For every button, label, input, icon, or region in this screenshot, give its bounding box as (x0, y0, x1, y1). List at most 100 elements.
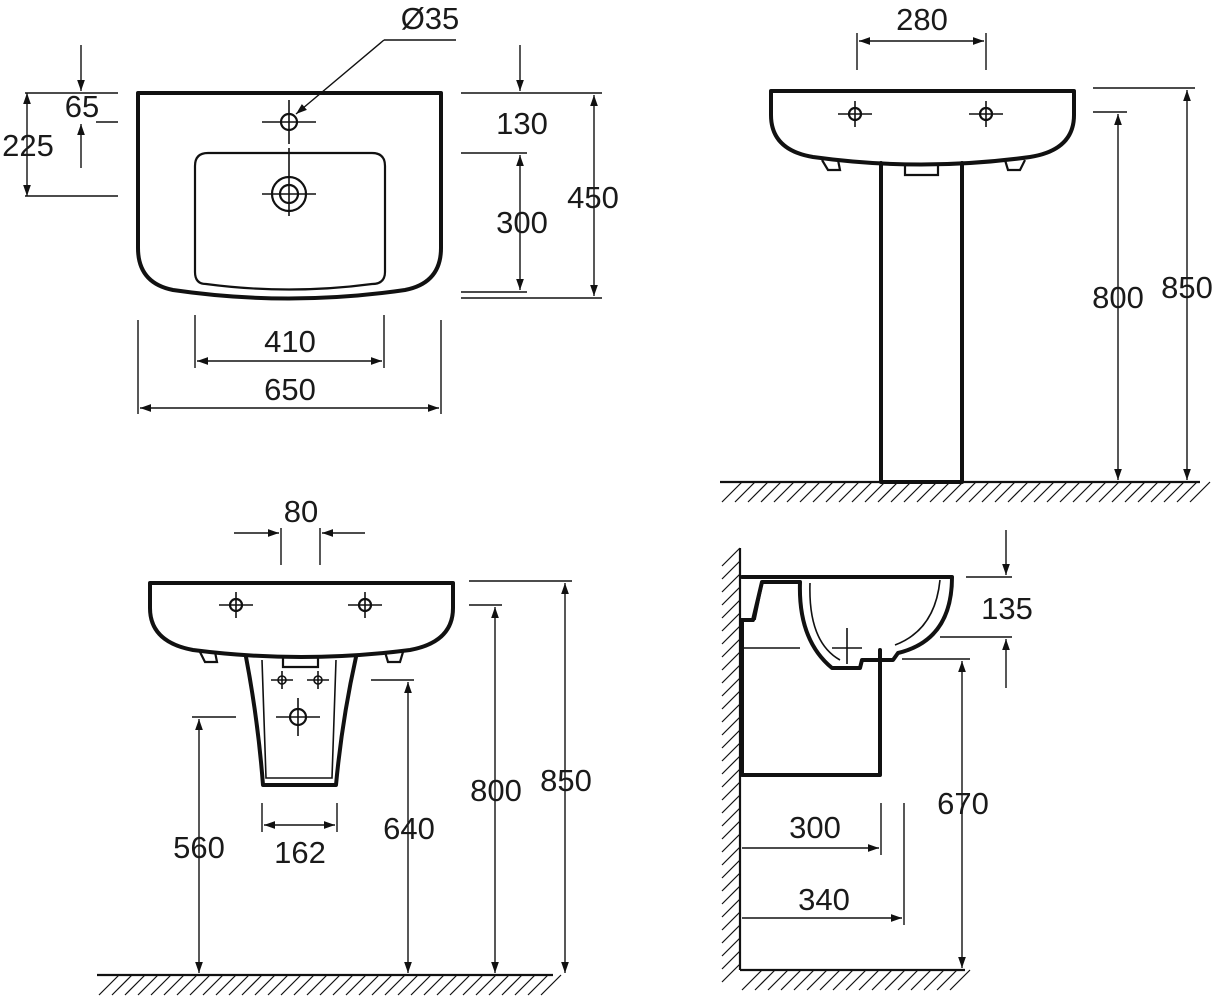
tap-hole-left-icon (838, 101, 872, 127)
hatch-stroke (721, 768, 741, 788)
semi-pedestal-width-label: 162 (274, 835, 326, 870)
basin-section-outline (740, 575, 954, 670)
tap-offset-label: 65 (65, 89, 99, 124)
hatch-stroke (747, 481, 769, 503)
hatch-stroke (871, 969, 893, 991)
basin-front-outline (769, 89, 1076, 167)
hatch-stroke (137, 974, 159, 996)
hatch-stroke (741, 969, 763, 991)
waste-height-label: 560 (173, 830, 225, 865)
hatch-stroke (721, 481, 743, 503)
hatch-stroke (397, 974, 419, 996)
hatch-stroke (1189, 481, 1211, 503)
hatch-stroke (955, 481, 977, 503)
pedestal-base-height-dimension: 640 (371, 679, 435, 973)
hatch-stroke (1124, 481, 1146, 503)
basin-front-outline (148, 581, 455, 659)
pedestal-front-view: 280 800 850 (720, 2, 1213, 503)
side-section-view: 135 670 300 340 (721, 530, 1033, 991)
pedestal-fixing-height-label: 800 (1092, 280, 1144, 315)
bracket-centres-dimension: 80 (234, 494, 365, 565)
pedestal-fixing-height-dimension: 800 (1092, 111, 1144, 480)
hatch-stroke (721, 885, 741, 905)
hatch-stroke (280, 974, 302, 996)
hatch-stroke (923, 969, 945, 991)
hatch-stroke (721, 625, 741, 645)
hatch-stroke (1059, 481, 1081, 503)
rim-to-underside-label: 135 (981, 591, 1033, 626)
tap-hole-left-icon (219, 592, 253, 618)
hatch-stroke (825, 481, 847, 503)
semi-fixing-height-dimension: 800 (469, 604, 522, 973)
hatch-stroke (767, 969, 789, 991)
hatch-stroke (721, 794, 741, 814)
hatch-stroke (1150, 481, 1172, 503)
hatch-stroke (721, 664, 741, 684)
hatch-stroke (241, 974, 263, 996)
hole-diameter-label: Ø35 (401, 1, 460, 36)
hatch-stroke (540, 974, 562, 996)
hatch-stroke (773, 481, 795, 503)
hatch-stroke (267, 974, 289, 996)
hatch-stroke (1020, 481, 1042, 503)
hatch-stroke (721, 677, 741, 697)
side-pedestal-base-height-label: 670 (937, 786, 989, 821)
semi-pedestal-shroud (244, 655, 358, 787)
waste-offset-dimension: 225 (2, 93, 118, 197)
hatch-stroke (884, 969, 906, 991)
hatch-stroke (1111, 481, 1133, 503)
front-to-bowl-label: 130 (496, 106, 548, 141)
hatch-stroke (189, 974, 211, 996)
semi-rim-height-label: 850 (540, 763, 592, 798)
waste-height-dimension: 560 (173, 716, 236, 973)
tap-offset-dimension: 65 (25, 45, 118, 168)
bracket-left-icon (271, 671, 293, 689)
hatch-stroke (1033, 481, 1055, 503)
overall-width-dimension: 650 (137, 320, 442, 414)
hatch-stroke (449, 974, 471, 996)
overall-depth-label: 450 (567, 180, 619, 215)
pedestal-base-height-label: 640 (383, 811, 435, 846)
hatch-stroke (1176, 481, 1198, 503)
hatch-stroke (436, 974, 458, 996)
hatch-stroke (890, 481, 912, 503)
hatch-stroke (721, 807, 741, 827)
hatch-stroke (832, 969, 854, 991)
waste-outlet (281, 655, 320, 669)
hatch-stroke (488, 974, 510, 996)
semi-rim-height-dimension: 850 (469, 580, 592, 973)
hatch-stroke (780, 969, 802, 991)
hatch-stroke (721, 612, 741, 632)
hatch-stroke (721, 690, 741, 710)
hatch-stroke (358, 974, 380, 996)
semi-pedestal-front-view: 80 162 560 640 800 850 (97, 494, 592, 996)
hatch-stroke (721, 963, 741, 983)
hatch-stroke (98, 974, 120, 996)
bracket-right-icon (307, 671, 329, 689)
left-foot (199, 651, 219, 664)
rim-to-underside-dimension: 135 (940, 530, 1033, 688)
bowl-plan-outline (193, 151, 387, 291)
side-pedestal-base-height-dimension: 670 (902, 658, 989, 968)
bracket-centres-label: 80 (284, 494, 318, 529)
bowl-depth-label: 300 (496, 205, 548, 240)
basin-plan-outline (136, 91, 443, 301)
hatch-stroke (176, 974, 198, 996)
tap-hole-icon (262, 100, 316, 144)
hatch-stroke (501, 974, 523, 996)
hatch-stroke (754, 969, 776, 991)
hatch-stroke (202, 974, 224, 996)
hatch-stroke (721, 742, 741, 762)
top-view: Ø35 65 225 130 300 (2, 1, 619, 414)
hatch-stroke (721, 651, 741, 671)
waste-offset-label: 225 (2, 128, 54, 163)
right-foot (1003, 159, 1026, 172)
waste-outlet (903, 163, 940, 177)
hatch-stroke (721, 638, 741, 658)
hatch-stroke (845, 969, 867, 991)
hatch-stroke (721, 755, 741, 775)
hatch-stroke (163, 974, 185, 996)
hatch-stroke (462, 974, 484, 996)
hatch-stroke (721, 924, 741, 944)
